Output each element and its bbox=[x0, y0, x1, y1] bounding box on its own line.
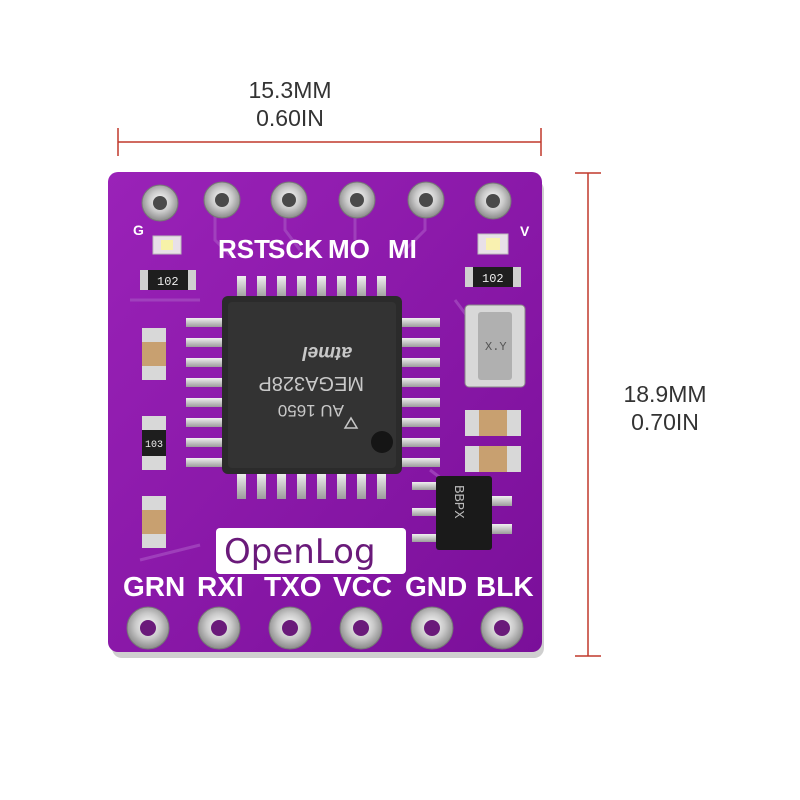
chip-model: MEGA328P bbox=[258, 372, 364, 394]
crystal-code: X.Y bbox=[485, 340, 507, 354]
width-in: 0.60IN bbox=[256, 105, 324, 131]
resistor-top-left-code: 102 bbox=[157, 275, 179, 289]
capacitor-right-bottom bbox=[465, 446, 521, 472]
label-blk: BLK bbox=[476, 571, 534, 602]
label-rxi: RXI bbox=[197, 571, 244, 602]
openlog-logo: OpenLog bbox=[216, 528, 406, 574]
width-mm: 15.3MM bbox=[248, 77, 332, 103]
label-rst: RST bbox=[218, 234, 270, 264]
top-header-pads bbox=[141, 181, 512, 222]
capacitor-left-top bbox=[142, 328, 166, 380]
height-dimension-line bbox=[575, 172, 601, 657]
pad-sck bbox=[270, 181, 308, 219]
height-mm: 18.9MM bbox=[623, 381, 707, 407]
resistor-top-right-code: 102 bbox=[482, 272, 504, 286]
label-mi: MI bbox=[388, 234, 417, 264]
logo-text: OpenLog bbox=[224, 532, 376, 572]
led-green bbox=[152, 235, 182, 255]
chip-lot: AU 1650 bbox=[278, 401, 344, 420]
pad-txo bbox=[268, 606, 312, 650]
label-gnd: GND bbox=[405, 571, 467, 602]
pin1-marker bbox=[371, 431, 393, 453]
label-grn: GRN bbox=[123, 571, 185, 602]
label-txo: TXO bbox=[264, 571, 322, 602]
crystal-oscillator: X.Y bbox=[464, 304, 526, 388]
mcu-pins bbox=[186, 276, 440, 499]
resistor-top-left: 102 bbox=[140, 270, 196, 290]
pad-g bbox=[141, 184, 179, 222]
capacitor-right-top bbox=[465, 410, 521, 436]
pad-rxi bbox=[197, 606, 241, 650]
pad-vcc bbox=[339, 606, 383, 650]
chip-brand: atmel bbox=[302, 342, 352, 363]
pad-gnd bbox=[410, 606, 454, 650]
capacitor-left-bottom bbox=[142, 496, 166, 548]
label-sck: SCK bbox=[268, 234, 323, 264]
height-dimension-label: 18.9MM 0.70IN bbox=[590, 380, 740, 436]
resistor-left-code: 103 bbox=[145, 440, 163, 451]
resistor-left: 103 bbox=[142, 416, 166, 470]
pad-grn bbox=[126, 606, 170, 650]
label-vcc: VCC bbox=[333, 571, 392, 602]
label-g: G bbox=[133, 222, 144, 238]
label-v: V bbox=[520, 223, 530, 239]
pad-mo bbox=[338, 181, 376, 219]
mcu-chip: AU 1650 MEGA328P atmel bbox=[222, 296, 402, 474]
height-in: 0.70IN bbox=[631, 409, 699, 435]
width-dimension-line bbox=[117, 128, 542, 156]
chip-triangle-icon bbox=[343, 416, 359, 429]
resistor-top-right: 102 bbox=[465, 267, 521, 287]
bottom-header-pads bbox=[126, 606, 524, 650]
voltage-regulator: BBPX bbox=[412, 476, 512, 550]
width-dimension-label: 15.3MM 0.60IN bbox=[190, 76, 390, 132]
label-mo: MO bbox=[328, 234, 370, 264]
pad-blk bbox=[480, 606, 524, 650]
pad-rst bbox=[203, 181, 241, 219]
pad-v bbox=[474, 182, 512, 220]
regulator-code: BBPX bbox=[450, 485, 466, 519]
led-blue bbox=[477, 233, 509, 255]
pad-mi bbox=[407, 181, 445, 219]
